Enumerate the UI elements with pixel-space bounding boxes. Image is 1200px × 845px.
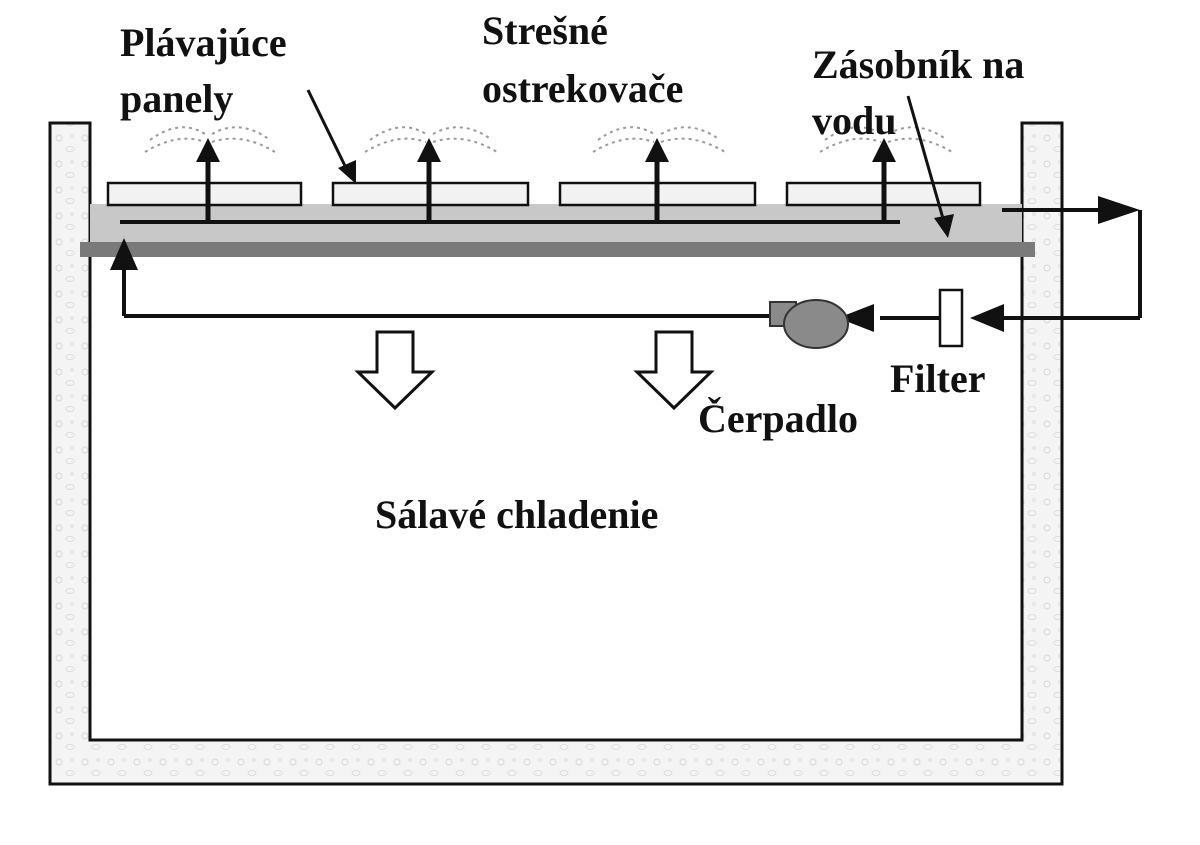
roof-water-pond (90, 204, 1022, 246)
floating-panel (106, 181, 303, 207)
leader-arrow-panels (338, 160, 356, 184)
leader-arrow-tank (934, 214, 954, 238)
sprinkler-riser (196, 138, 220, 222)
spray-pattern (592, 126, 726, 153)
interior-room (90, 250, 1022, 740)
sprinkler-riser (872, 138, 896, 222)
label-filter: Filter (890, 356, 986, 401)
flow-arrow-up-inlet (110, 238, 138, 270)
label-water-tank: vodu (812, 98, 897, 143)
roof-slab (80, 242, 1035, 257)
flow-arrow-outlet (1098, 196, 1140, 224)
flow-arrow-to-filter (970, 304, 1004, 332)
filter-icon (938, 288, 964, 348)
flow-arrow-to-pump (838, 304, 874, 332)
spray-pattern (144, 126, 276, 153)
leader-line-panels (306, 89, 350, 173)
down-arrow-icon (354, 330, 436, 411)
leader-line-tank (906, 95, 946, 223)
sprinkler-riser (645, 138, 669, 222)
label-roof-sprinklers: Strešné (482, 8, 608, 53)
pump-icon (769, 299, 849, 349)
sprinkler-riser (417, 138, 441, 222)
down-arrow-icon (633, 330, 715, 411)
label-water-tank: Zásobník na (812, 42, 1024, 87)
label-roof-sprinklers: ostrekovače (482, 66, 683, 111)
label-pump: Čerpadlo (698, 396, 858, 441)
spray-pattern (364, 126, 498, 153)
label-radiant-cooling: Sálavé chladenie (375, 492, 658, 537)
recirculation-loop (122, 208, 1142, 320)
label-floating-panels: panely (120, 76, 233, 121)
label-floating-panels: Plávajúce (120, 20, 287, 65)
